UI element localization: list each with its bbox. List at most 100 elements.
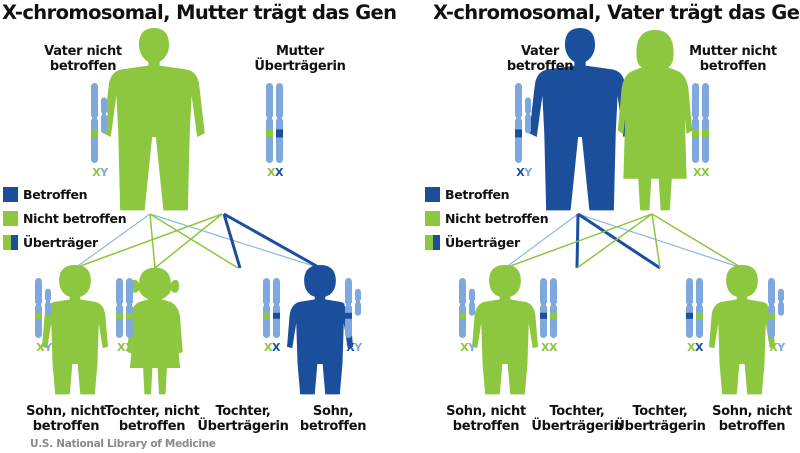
- left-mother-chromosomes-label: XX: [267, 166, 283, 179]
- gene-band: [126, 312, 133, 319]
- centromere: [97, 116, 99, 120]
- gene-band: [692, 129, 699, 138]
- centromere: [521, 116, 523, 120]
- man-silhouette: [103, 28, 205, 211]
- gene-band: [540, 312, 547, 319]
- centromere: [685, 303, 687, 307]
- inheritance-line: [576, 213, 653, 269]
- girl-silhouette-left-half: [549, 268, 604, 395]
- centromere: [115, 303, 117, 307]
- left-mother-chromosomes-x2: [275, 83, 284, 163]
- centromere: [272, 116, 274, 120]
- chromosome-body: [266, 83, 273, 163]
- centromere: [465, 303, 467, 307]
- right-father-chromosomes-y: [524, 97, 532, 134]
- centromere: [282, 116, 284, 120]
- left-child-4-chromosomes-label: XY: [346, 341, 362, 354]
- right-child-1-chromosomes-label: XY: [460, 341, 476, 354]
- centromere: [122, 303, 124, 307]
- inheritance-line: [223, 212, 321, 270]
- centromere: [106, 112, 108, 116]
- left-child-3-chromosomes-x1: [262, 278, 271, 338]
- centromere: [549, 303, 551, 307]
- left-child-4-chromosomes-x1: [344, 278, 353, 338]
- inheritance-line: [577, 213, 743, 269]
- inheritance-line: [222, 213, 242, 269]
- chromosome-body: [540, 278, 547, 338]
- chromosome-body: [686, 278, 693, 338]
- chromosome-body: [35, 278, 42, 338]
- centromere: [269, 303, 271, 307]
- right-child-2-chromosomes-label: XX: [541, 341, 557, 354]
- centromere: [702, 303, 704, 307]
- legend-carrier: Überträger: [425, 232, 548, 252]
- centromere: [474, 300, 476, 304]
- centromere: [767, 303, 769, 307]
- centromere: [360, 300, 362, 304]
- left-child-1-chromosomes-x1: [34, 278, 43, 338]
- centromere: [695, 303, 697, 307]
- chromosome-body: [459, 278, 466, 338]
- left-child-2-chromosomes-x1: [115, 278, 124, 338]
- inheritance-line: [504, 213, 579, 269]
- left-child-4-chromosomes-y: [354, 288, 362, 316]
- centromere: [539, 303, 541, 307]
- inheritance-line: [74, 213, 151, 269]
- chromosome-body: [778, 288, 784, 316]
- centromere: [90, 116, 92, 120]
- gene-band: [266, 129, 273, 138]
- centromere: [530, 112, 532, 116]
- right-child-4-chromosomes-y: [777, 288, 785, 316]
- centromere: [701, 116, 703, 120]
- right-title: X-chromosomal, Vater trägt das Gen: [433, 1, 800, 24]
- gene-band: [276, 129, 283, 138]
- chromosome-body: [101, 97, 107, 134]
- centromere: [50, 300, 52, 304]
- girl-silhouette-left-half: [632, 268, 687, 395]
- legend-unaffected: Nicht betroffen: [3, 208, 127, 228]
- left-father-chromosomes-label: XY: [92, 166, 108, 179]
- gene-band: [686, 312, 693, 319]
- gene-band: [702, 129, 709, 138]
- woman-silhouette: [617, 30, 693, 211]
- right-son-unaffected: [472, 265, 538, 395]
- gene-band: [550, 312, 557, 319]
- legend-unaffected: Nicht betroffen: [425, 208, 549, 228]
- right-child-1-chromosomes-x1: [458, 278, 467, 338]
- right-child-3-chromosomes-label: XX: [687, 341, 703, 354]
- chromosome-body: [126, 278, 133, 338]
- centromere: [556, 303, 558, 307]
- gene-band: [263, 312, 270, 319]
- right-daughter-carrier: [549, 268, 604, 395]
- right-child-1-chromosomes-y: [468, 288, 476, 316]
- inheritance-line: [154, 213, 223, 269]
- chromosome-body: [702, 83, 709, 163]
- gene-band: [345, 312, 352, 319]
- centromere: [774, 303, 776, 307]
- chromosome-body: [273, 278, 280, 338]
- credit: U.S. National Library of Medicine: [30, 438, 216, 450]
- legend-affected: Betroffen: [425, 184, 548, 204]
- centromere: [34, 303, 36, 307]
- right-child-4-chromosomes-x1: [767, 278, 776, 338]
- right-son-unaffected: [709, 265, 775, 395]
- left-child-3-label: Tochter,Überträgerin: [197, 404, 289, 434]
- centromere: [691, 116, 693, 120]
- chromosome-body: [525, 97, 531, 134]
- inheritance-line: [74, 213, 223, 269]
- left-child-3-chromosomes-x2: [272, 278, 281, 338]
- right-father-chromosomes-x1: [514, 83, 523, 163]
- gene-band: [116, 312, 123, 319]
- left-child-3-chromosomes-label: XX: [264, 341, 280, 354]
- inheritance-line: [149, 213, 321, 269]
- centromere: [262, 303, 264, 307]
- boy-silhouette: [42, 265, 108, 395]
- centromere: [272, 303, 274, 307]
- gene-band: [768, 312, 775, 319]
